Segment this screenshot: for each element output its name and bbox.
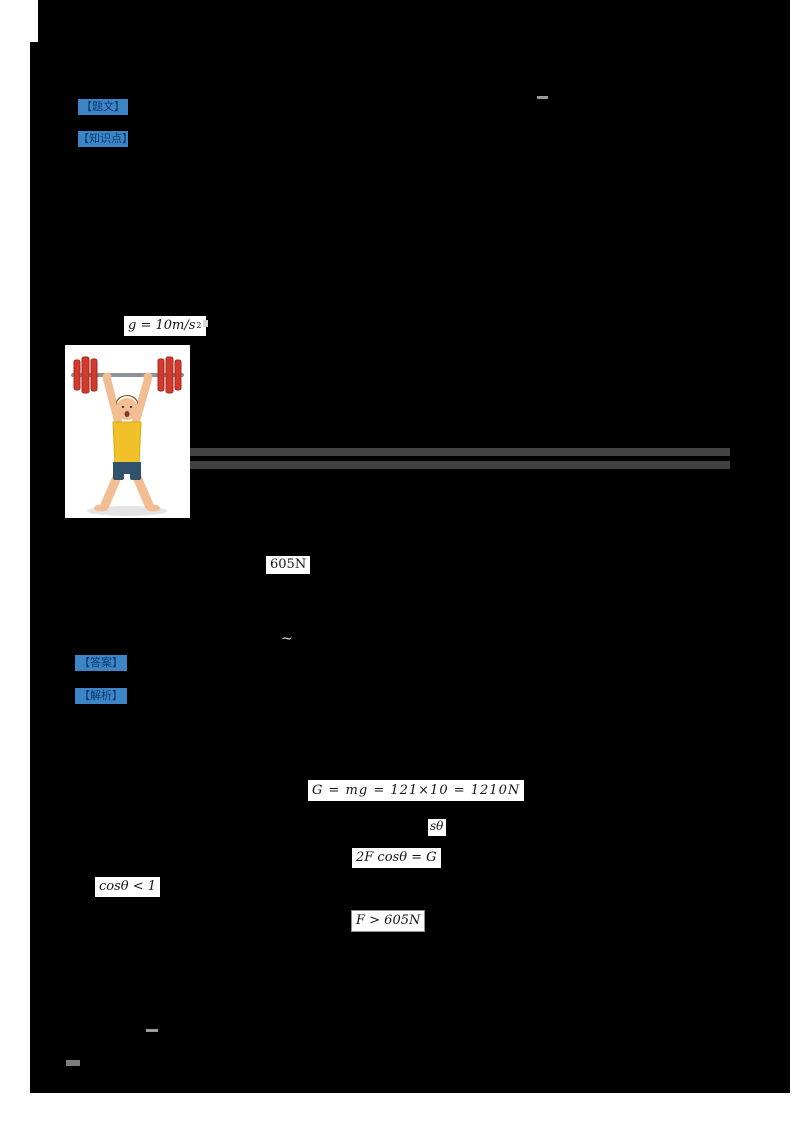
result-text: F > 605N [356,913,421,928]
text-fragment [537,96,548,99]
weight-equation-text: G = mg = 121×10 = 1210N [312,782,521,798]
text-fragment [146,1029,158,1032]
answer-label-chip[interactable]: 【答案】 [75,655,127,671]
cos-condition-text: cosθ < 1 [99,879,157,894]
gravity-constant-text: g = 10m/s [128,318,196,333]
weightlifter-illustration [71,356,184,516]
page-margin-notch [0,0,38,42]
gravity-exponent: 2 [196,321,202,330]
weightlifter-figure [65,345,190,518]
dim-row-stripe [190,448,730,456]
dim-row-stripe [190,461,730,469]
option-value-formula: 605N [266,556,311,574]
theta-fragment-text: sθ [430,819,444,833]
option-value-text: 605N [270,557,307,572]
text-fragment [66,1060,80,1066]
knowledge-label-chip[interactable]: 【知识点】 [78,131,128,147]
text-fragment-squiggle: ~ [281,631,293,647]
question-label-chip[interactable]: 【题文】 [78,99,128,115]
analysis-label-chip[interactable]: 【解析】 [75,688,127,704]
weight-equation-formula: G = mg = 121×10 = 1210N [308,780,525,801]
text-fragment [203,320,208,327]
theta-fragment-formula: sθ [428,819,446,836]
balance-equation-formula: 2F cosθ = G [352,848,441,868]
cos-condition-formula: cosθ < 1 [95,877,161,897]
balance-equation-text: 2F cosθ = G [356,850,437,865]
result-formula: F > 605N [351,910,426,932]
